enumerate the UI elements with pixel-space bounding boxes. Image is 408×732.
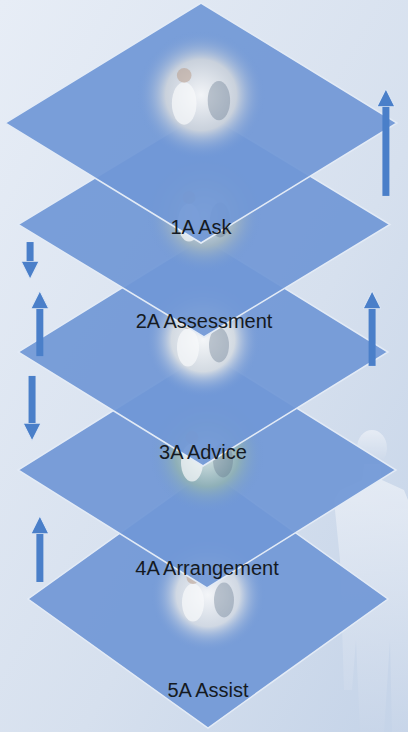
flow-arrow bbox=[36, 298, 43, 356]
step-label: 1A Ask bbox=[170, 215, 231, 239]
flow-arrow bbox=[29, 376, 36, 434]
photo-illustration bbox=[151, 538, 266, 653]
flow-arrow bbox=[382, 96, 389, 196]
step-label: 2A Assessment bbox=[136, 309, 273, 333]
flow-arrow bbox=[369, 298, 376, 366]
diamond-shape bbox=[28, 470, 388, 728]
step-label: 4A Arrangement bbox=[135, 556, 278, 580]
photo-illustration bbox=[147, 158, 262, 273]
diamond-outline bbox=[5, 3, 397, 243]
diamond-shape bbox=[18, 112, 390, 337]
photo-illustration bbox=[137, 31, 266, 160]
diamond-shape bbox=[18, 352, 396, 588]
step-label: 3A Advice bbox=[159, 440, 247, 464]
flow-arrow bbox=[27, 242, 34, 272]
photo-illustration bbox=[150, 398, 265, 513]
flow-arrow bbox=[36, 523, 43, 582]
step-label: 5A Assist bbox=[167, 678, 248, 702]
photo-illustration bbox=[146, 283, 261, 398]
decision-diamond: 1A Ask bbox=[5, 3, 397, 243]
